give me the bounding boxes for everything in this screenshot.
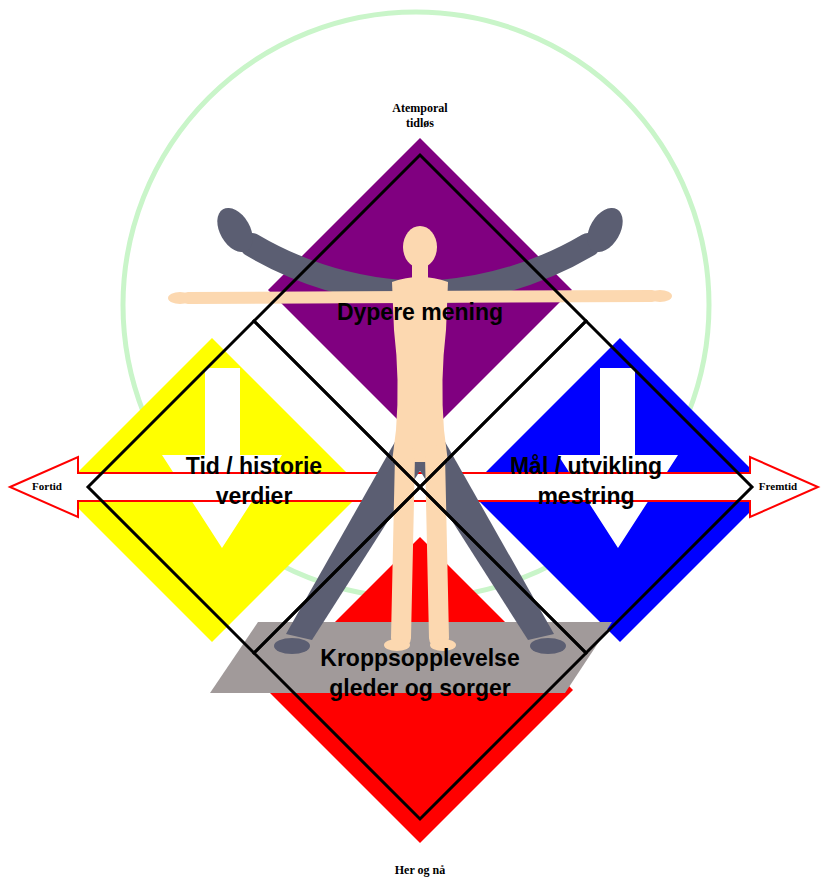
halo-circle <box>123 12 709 598</box>
meaning-diamond: Dypere mening <box>254 155 586 487</box>
past-diamond: Tid / historieverdier <box>88 321 420 653</box>
node-text-group: Kroppsopplevelsegleder og sorger <box>254 507 586 839</box>
node-title: Dypere mening <box>337 297 503 327</box>
node-subtitle: mestring <box>537 481 634 511</box>
node-subtitle: gleder og sorger <box>329 673 510 703</box>
diamond-border <box>254 487 586 819</box>
diamond-border <box>254 155 586 487</box>
axis-label: Fortid <box>32 480 62 494</box>
body-figure <box>168 226 672 651</box>
shadow-figure <box>210 202 630 654</box>
axis-label: Her og nå <box>395 863 445 878</box>
diamond-border <box>88 321 420 653</box>
raised-arm <box>252 245 400 292</box>
node-title: Tid / historie <box>186 451 322 481</box>
hand <box>168 292 192 304</box>
hand <box>648 290 672 302</box>
node-text-group: Mål / utviklingmestring <box>420 315 752 647</box>
axis-label: Fremtid <box>759 480 797 494</box>
head <box>403 226 437 268</box>
foot <box>530 638 566 654</box>
raised-hand <box>210 202 260 259</box>
raised-arm <box>440 245 588 292</box>
present-diamond: Kroppsopplevelsegleder og sorger <box>254 487 586 819</box>
node-title: Kroppsopplevelse <box>320 643 519 673</box>
diamond-border <box>420 321 752 653</box>
node-text-group: Dypere mening <box>254 146 586 478</box>
raised-hand <box>580 202 630 259</box>
future-diamond: Mål / utviklingmestring <box>420 321 752 653</box>
leg <box>435 455 439 638</box>
node-title: Mål / utvikling <box>510 451 662 481</box>
node-subtitle: verdier <box>216 481 293 511</box>
leg <box>401 455 405 638</box>
foot <box>274 638 310 654</box>
node-text-group: Tid / historieverdier <box>88 315 420 647</box>
axis-label: Atemporal tidløs <box>392 101 447 131</box>
